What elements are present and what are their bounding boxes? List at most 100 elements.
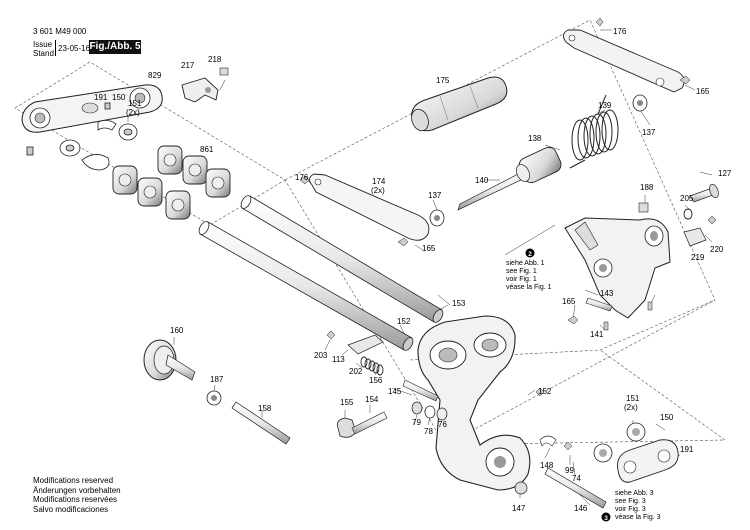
note-line: Salvo modificaciones [33, 504, 109, 514]
part-139-spring [569, 94, 619, 169]
part-number-202: 202 [349, 367, 363, 376]
part-number-829: 829 [148, 71, 162, 80]
part-number-165: 165 [696, 87, 710, 96]
part-number-151: 151 [626, 394, 640, 403]
part-155-knob [336, 411, 388, 438]
part-number-176: 176 [295, 173, 309, 182]
reference-badge-2: 2 [525, 248, 535, 258]
part-number-74: 74 [572, 474, 581, 483]
note-line: Modifications reservées [33, 495, 118, 505]
part-right-bracket [564, 217, 671, 319]
part-217-clamp [181, 67, 229, 103]
part-829-link [21, 84, 163, 133]
part-number-153: 153 [452, 299, 466, 308]
part-number-205: 205 [680, 194, 694, 203]
part-160-knob [143, 339, 196, 381]
reference-fig-1-line: véase la Fig. 1 [506, 284, 552, 291]
long-rod-upper [240, 195, 444, 323]
part-174-lever [299, 173, 430, 247]
figure-label: Fig./Abb. 5 [89, 40, 141, 54]
part-number-79: 79 [412, 418, 421, 427]
reference-fig-1: siehe Abb. 1 see Fig. 1 voir Fig. 1 véas… [506, 260, 552, 292]
part-number-861: 861 [200, 145, 214, 154]
part-187-washer [206, 390, 222, 406]
part-numbers: 829 217 218 191 150 151 (2x) 861 175 176… [94, 27, 732, 513]
right-lower-parts [514, 387, 679, 495]
left-washers [26, 102, 138, 171]
part-113-spring-group [326, 330, 439, 402]
pin-140 [457, 171, 526, 211]
part-number-219: 219 [691, 253, 705, 262]
part-138-bushing [516, 146, 562, 184]
part-number-165: 165 [422, 244, 436, 253]
part-861-rollers [112, 145, 231, 220]
part-number-78: 78 [424, 427, 433, 436]
part-number-137: 137 [428, 191, 442, 200]
part-number-156: 156 [369, 376, 383, 385]
part-176-bracket [563, 17, 691, 93]
reference-fig-1-line: siehe Abb. 1 [506, 260, 545, 267]
reference-badge-3: 3 [601, 512, 611, 522]
part-number-76: 76 [438, 420, 447, 429]
part-number-191: 191 [94, 93, 108, 102]
part-number-140: 140 [475, 176, 489, 185]
part-number-187: 187 [210, 375, 224, 384]
reference-badge-3-label: 3 [604, 515, 608, 522]
part-number-174: 174 [372, 177, 386, 186]
part-number-152: 152 [397, 317, 411, 326]
part-175-handle [411, 76, 508, 132]
reference-fig-3-line: véase la Fig. 3 [615, 514, 661, 521]
part-quantity-151: (2x) [624, 403, 638, 412]
main-housing [417, 315, 531, 491]
reference-fig-1-line: voir Fig. 1 [506, 276, 537, 283]
part-number-218: 218 [208, 55, 222, 64]
reference-fig-3-line: siehe Abb. 3 [615, 490, 654, 497]
part-number-191: 191 [680, 445, 694, 454]
note-line: Modifications reserved [33, 476, 114, 485]
stand-label: Stand [33, 49, 54, 58]
part-number-148: 148 [540, 461, 554, 470]
modification-notes: Modifications reserved Änderungen vorbeh… [33, 476, 121, 514]
part-number-151: 151 [128, 99, 142, 108]
issue-date: 23-05-16 [58, 44, 91, 53]
part-127-bolt [689, 183, 719, 203]
part-number-127: 127 [718, 169, 732, 178]
part-number-139: 139 [598, 101, 612, 110]
part-number-203: 203 [314, 351, 328, 360]
part-number-158: 158 [258, 404, 272, 413]
issue-label: Issue [33, 40, 53, 49]
part-number-150: 150 [660, 413, 674, 422]
part-number-113: 113 [332, 355, 345, 364]
guide-rods [198, 171, 607, 509]
reference-fig-3: siehe Abb. 3 see Fig. 3 voir Fig. 3 véas… [615, 490, 661, 522]
long-rod-lower [198, 221, 414, 351]
note-line: Änderungen vorbehalten [33, 485, 121, 495]
washers-79-78-76 [411, 401, 448, 421]
part-number-152: 152 [538, 387, 552, 396]
part-number-137: 137 [642, 128, 656, 137]
part-quantity-174: (2x) [371, 186, 385, 195]
part-number-150: 150 [112, 93, 126, 102]
pin-146 [544, 467, 607, 509]
part-number-165: 165 [562, 297, 576, 306]
part-number-99: 99 [565, 466, 574, 475]
part-137-washer-top [632, 94, 648, 112]
part-number-175: 175 [436, 76, 450, 85]
reference-fig-3-line: voir Fig. 3 [615, 506, 646, 513]
document-number: 3 601 M49 000 [33, 27, 87, 36]
part-number-138: 138 [528, 134, 542, 143]
part-number-143: 143 [600, 289, 614, 298]
part-quantity-151: (2x) [126, 108, 140, 117]
reference-fig-3-line: see Fig. 3 [615, 498, 646, 505]
part-number-220: 220 [710, 245, 724, 254]
part-number-155: 155 [340, 398, 354, 407]
right-small-parts [638, 202, 717, 311]
part-number-217: 217 [181, 61, 195, 70]
reference-fig-1-line: see Fig. 1 [506, 268, 537, 275]
part-number-176: 176 [613, 27, 627, 36]
reference-badge-2-label: 2 [528, 251, 532, 258]
header-separator [55, 40, 56, 56]
part-137-washer-mid [429, 209, 445, 227]
